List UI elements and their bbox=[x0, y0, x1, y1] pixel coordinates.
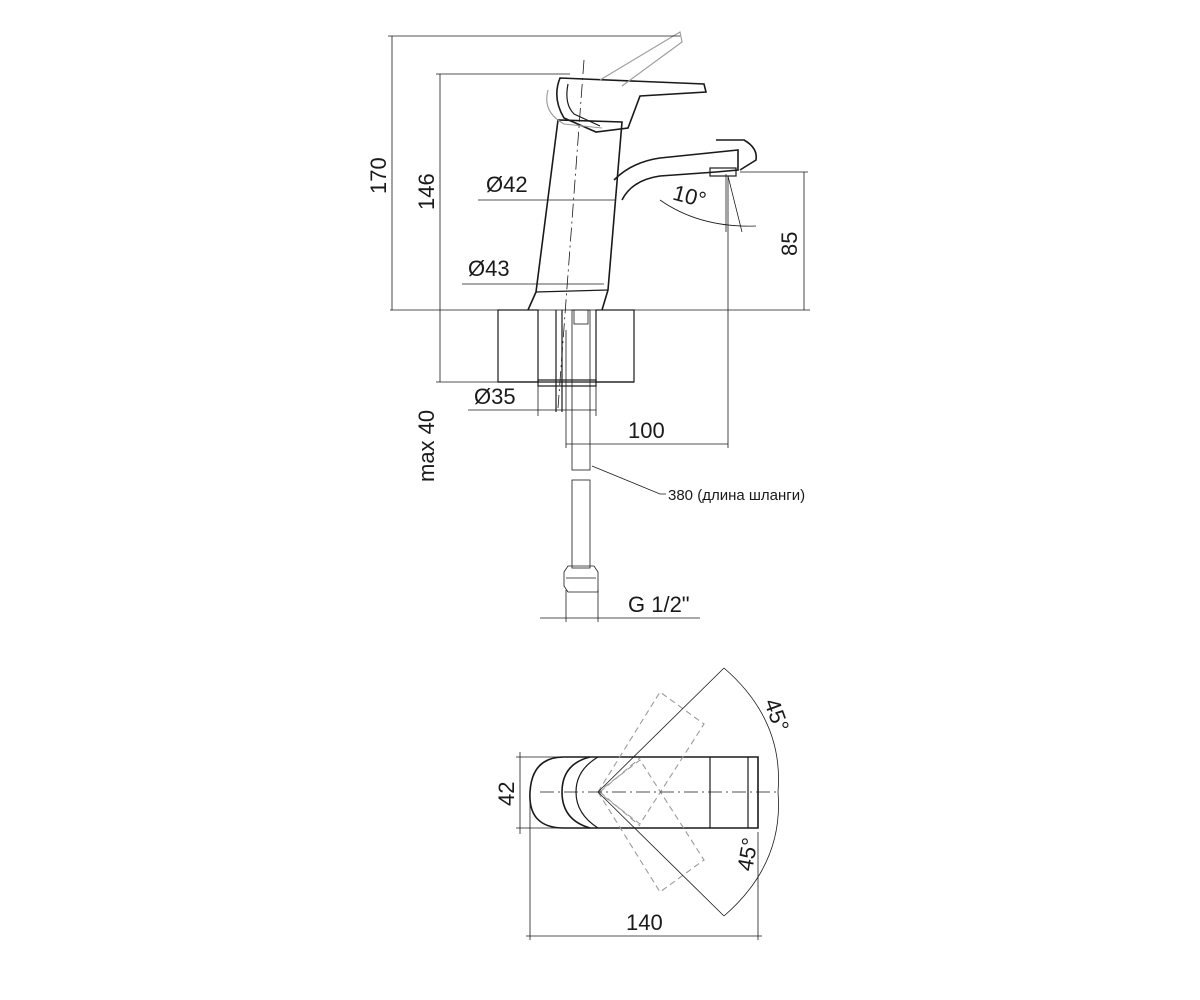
thread-size: G 1/2" bbox=[628, 592, 690, 617]
rotation-angle-lower: 45° bbox=[732, 836, 762, 873]
dimension-lines bbox=[388, 35, 808, 622]
hose-length-note: 380 (длина шланги) bbox=[668, 487, 805, 504]
dim-diameter-35: Ø35 bbox=[474, 384, 516, 409]
mounting-stud bbox=[537, 310, 597, 412]
top-view: 42 140 45° 45° bbox=[494, 667, 794, 940]
side-view: 10° bbox=[366, 31, 810, 622]
dim-body-height: 146 bbox=[414, 173, 439, 210]
dim-spout-reach: 100 bbox=[628, 418, 665, 443]
hose bbox=[563, 309, 599, 593]
rotation-angle-upper: 45° bbox=[759, 695, 794, 735]
dim-top-length: 140 bbox=[626, 910, 663, 935]
dim-total-height: 170 bbox=[366, 157, 391, 194]
spout-angle-label: 10° bbox=[670, 180, 709, 213]
spout-angle-marker: 10° bbox=[659, 174, 757, 233]
faucet-body bbox=[527, 31, 758, 409]
dim-diameter-42: Ø42 bbox=[486, 172, 528, 197]
dim-top-width: 42 bbox=[494, 782, 519, 806]
dim-spout-height: 85 bbox=[777, 232, 802, 256]
dim-counter-thickness: max 40 bbox=[414, 410, 439, 482]
dim-diameter-43: Ø43 bbox=[468, 256, 510, 281]
